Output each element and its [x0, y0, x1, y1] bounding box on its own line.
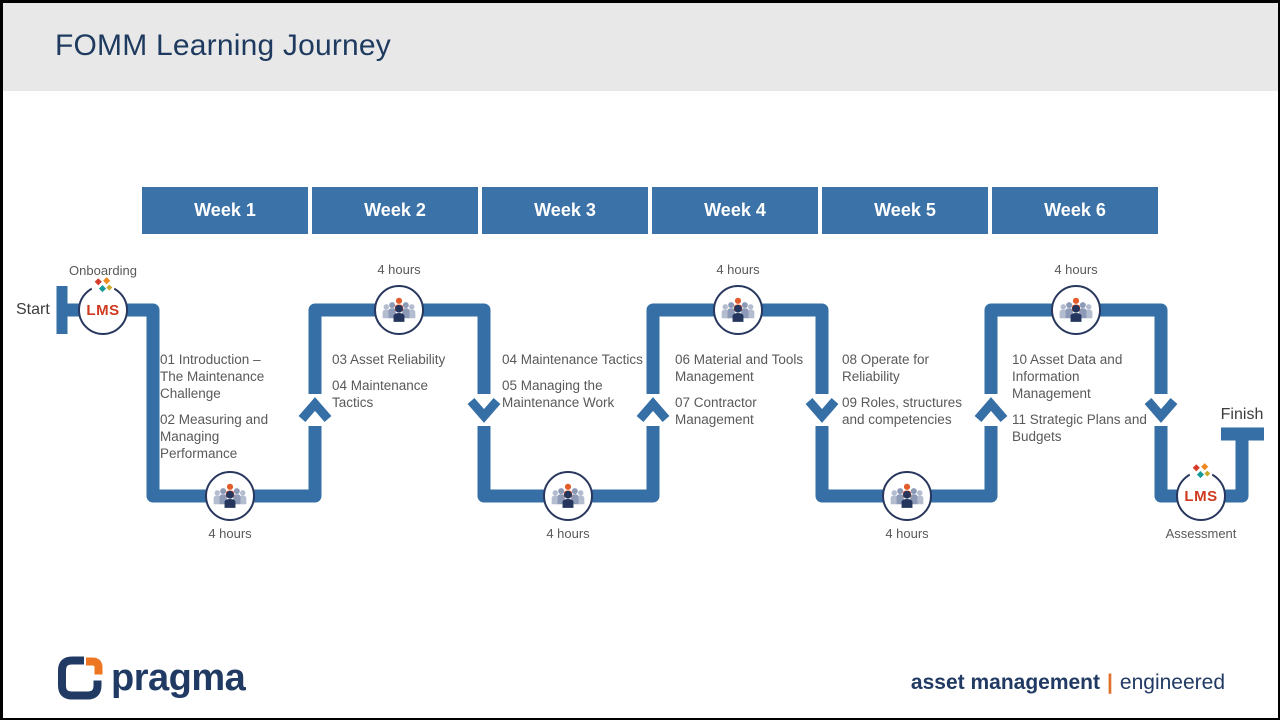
- lms-node-assessment: LMS: [1176, 471, 1226, 521]
- people-group-icon: [210, 482, 250, 512]
- week-header-4: Week 4: [652, 187, 818, 234]
- module-item: 11 Strategic Plans and Budgets: [1012, 412, 1147, 444]
- start-label: Start: [16, 301, 50, 318]
- week-header-band: Week 1 Week 2 Week 3 Week 4 Week 5 Week …: [142, 187, 1158, 234]
- people-group-icon: [887, 482, 927, 512]
- session-node-week6: [1051, 285, 1101, 335]
- pragma-logo-icon: [58, 656, 103, 700]
- session-node-week5: [882, 471, 932, 521]
- modules-week1: 01 Introduction – The Maintenance Challe…: [160, 351, 278, 471]
- modules-week5: 08 Operate for Reliability 09 Roles, str…: [842, 351, 982, 437]
- module-item: 04 Maintenance Tactics: [332, 378, 429, 410]
- week-header-6: Week 6: [992, 187, 1158, 234]
- tagline-right: engineered: [1119, 671, 1225, 694]
- week-header-5: Week 5: [822, 187, 988, 234]
- lms-node-onboarding: LMS: [78, 285, 128, 335]
- lms-badge: LMS: [1184, 487, 1218, 505]
- week-header-1: Week 1: [142, 187, 308, 234]
- session-duration-week2: 4 hours: [377, 262, 421, 277]
- module-item: 08 Operate for Reliability: [842, 352, 930, 384]
- people-group-icon: [379, 296, 419, 326]
- pragma-spark-icon: [91, 276, 115, 297]
- modules-week3: 04 Maintenance Tactics 05 Managing the M…: [502, 351, 654, 420]
- people-group-icon: [718, 296, 758, 326]
- tagline-separator: |: [1107, 671, 1113, 694]
- modules-week2: 03 Asset Reliability 04 Maintenance Tact…: [332, 351, 464, 420]
- session-duration-week5: 4 hours: [885, 526, 929, 541]
- module-item: 07 Contractor Management: [675, 395, 757, 427]
- session-duration-week3: 4 hours: [546, 526, 590, 541]
- modules-week4: 06 Material and Tools Management 07 Cont…: [675, 351, 817, 437]
- down-chevron-week3: [467, 394, 501, 426]
- session-duration-week6: 4 hours: [1054, 262, 1098, 277]
- header-band: [3, 3, 1278, 91]
- week-header-2: Week 2: [312, 187, 478, 234]
- people-group-icon: [1056, 296, 1096, 326]
- brand-tagline: asset management | engineered: [911, 671, 1225, 695]
- module-item: 02 Measuring and Managing Performance: [160, 412, 269, 461]
- lms-badge: LMS: [86, 301, 120, 319]
- page-title: FOMM Learning Journey: [55, 29, 392, 62]
- onboarding-label: Onboarding: [69, 263, 137, 278]
- module-item: 05 Managing the Maintenance Work: [502, 378, 615, 410]
- session-node-week3: [543, 471, 593, 521]
- module-item: 10 Asset Data and Information Management: [1012, 352, 1123, 401]
- people-group-icon: [548, 482, 588, 512]
- session-node-week2: [374, 285, 424, 335]
- module-item: 01 Introduction – The Maintenance Challe…: [160, 352, 265, 401]
- session-duration-week1: 4 hours: [208, 526, 252, 541]
- session-duration-week4: 4 hours: [716, 262, 760, 277]
- week-header-3: Week 3: [482, 187, 648, 234]
- module-item: 04 Maintenance Tactics: [502, 352, 643, 367]
- brand-wordmark: pragma: [111, 656, 246, 699]
- module-item: 09 Roles, structures and competencies: [842, 395, 963, 427]
- module-item: 03 Asset Reliability: [332, 352, 446, 367]
- up-chevron-week2: [298, 394, 332, 426]
- session-node-week4: [713, 285, 763, 335]
- session-node-week1: [205, 471, 255, 521]
- finish-label: Finish: [1220, 406, 1264, 423]
- modules-week6: 10 Asset Data and Information Management…: [1012, 351, 1160, 454]
- assessment-label: Assessment: [1165, 526, 1237, 541]
- pragma-logo: pragma: [57, 655, 246, 701]
- tagline-left: asset management: [910, 671, 1101, 694]
- pragma-spark-icon: [1189, 462, 1213, 483]
- module-item: 06 Material and Tools Management: [675, 352, 804, 384]
